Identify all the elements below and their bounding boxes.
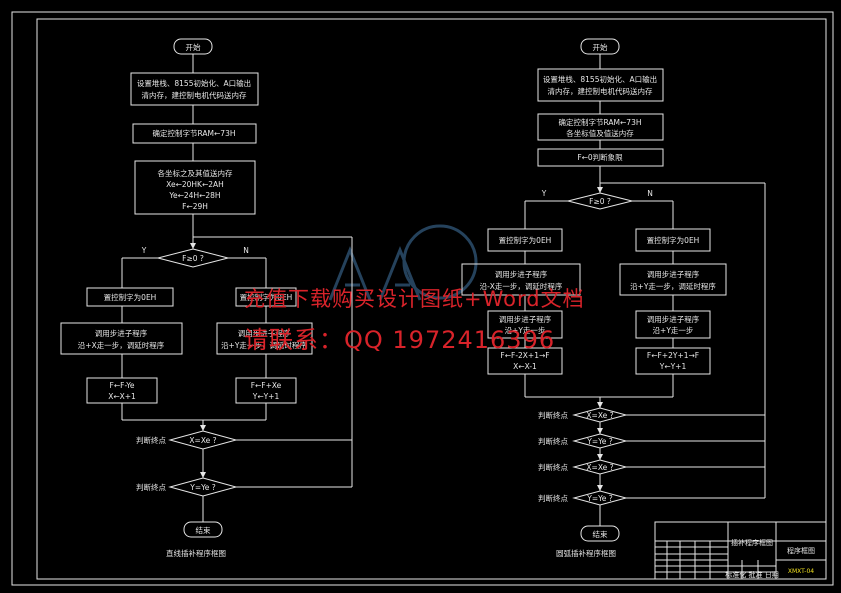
right-sub-x1-line-2: 沿-X走一步，调延时程序 [480, 281, 563, 291]
left-load-line-2: Xe←20HK←2AH [166, 180, 224, 189]
logo-watermark [328, 224, 478, 301]
left-sub-x-line-2: 沿+X走一步，调延时程序 [78, 340, 165, 350]
left-sub-y-line-2: 沿+Y走一步，调延时程序 [221, 340, 307, 350]
right-judge-cond-2: Y=Ye ? [586, 437, 612, 446]
left-no-label: N [243, 246, 249, 255]
inner-border [36, 18, 827, 580]
right-upd-y-line-2: Y←Y+1 [659, 362, 687, 371]
left-set-y-label: 置控制字为0EH [240, 292, 293, 302]
right-set-x-label: 置控制字为0EH [499, 235, 552, 245]
left-init-line-2: 清内存，建控制电机代码送内存 [142, 90, 247, 100]
right-caption: 圆弧插补程序框图 [556, 548, 616, 558]
watermark-line-2: 请联系：QQ 1972416396 [244, 326, 556, 354]
right-judge-label-2: 判断终点 [538, 436, 568, 446]
left-end-terminal [183, 521, 223, 538]
left-judge-label-1: 判断终点 [136, 435, 166, 445]
right-upd-x-line-2: X←X-1 [513, 362, 537, 371]
right-sub-x2-line-1: 调用步进子程序 [499, 314, 552, 324]
left-caption: 直线插补程序框图 [166, 548, 226, 558]
title-block-inner-title: 插补程序框图 [731, 538, 773, 547]
left-end-label: 结束 [196, 525, 211, 535]
right-yes-label: Y [541, 189, 547, 198]
right-param-line-1: 确定控制字节RAM←73H [559, 117, 642, 127]
left-judge-cond-2: Y=Ye ? [189, 483, 215, 492]
left-param-box [132, 123, 257, 144]
left-load-line-1: 各坐标之及其值送内存 [158, 168, 233, 178]
right-sub-x2-line-2: 沿+Y走一步 [505, 326, 546, 335]
right-param-line-2: 各坐标值及值送内存 [566, 128, 634, 138]
left-upd-x-line-1: F←F-Ye [110, 381, 135, 390]
right-set-y-label: 置控制字为0EH [647, 235, 700, 245]
left-sub-y-line-1: 调用步进子程序 [238, 328, 291, 338]
right-end-terminal [580, 525, 620, 542]
right-judge-cond-3: X=Xe ? [586, 463, 613, 472]
right-start-label: 开始 [593, 42, 608, 52]
title-block-sign-row: 标准化 批准 日期 [725, 570, 778, 579]
left-sub-y-box [216, 322, 313, 355]
right-sub-y-line-2: 沿+Y走一步，调延时程序 [630, 281, 716, 291]
right-judge-label-3: 判断终点 [538, 462, 568, 472]
left-judge-label-2: 判断终点 [136, 482, 166, 492]
left-load-box [134, 160, 256, 215]
right-sub-x1-box [461, 263, 581, 296]
arrowheads [190, 187, 603, 491]
right-judge-cond-4: Y=Ye ? [586, 494, 612, 503]
right-init-line-1: 设置堆栈、8155初始化、A口输出 [543, 74, 657, 84]
right-upd-y-line-1: F←F+2Y+1→F [647, 351, 699, 360]
right-upd-x-line-1: F←F-2X+1→F [500, 351, 549, 360]
right-judge-label: F←0判断象限 [577, 152, 623, 162]
left-init-line-1: 设置堆栈、8155初始化、A口输出 [137, 78, 251, 88]
left-set-x-label: 置控制字为0EH [104, 292, 157, 302]
right-judge-cond-1: X=Xe ? [586, 411, 613, 420]
left-upd-x-line-2: X←X+1 [108, 392, 136, 401]
title-block [654, 521, 827, 580]
outer-border [11, 11, 834, 586]
left-yes-label: Y [141, 246, 147, 255]
right-init-line-2: 清内存，建控制电机代码送内存 [548, 86, 653, 96]
right-judge-label-1: 判断终点 [538, 410, 568, 420]
left-upd-y-line-1: F←F+Xe [251, 381, 282, 390]
left-load-line-4: F←29H [182, 202, 208, 211]
title-block-number: XMXT-04 [788, 568, 814, 575]
right-end-label: 结束 [593, 529, 608, 539]
left-start-label: 开始 [186, 42, 201, 52]
watermark-line-1: 充值下载购买设计图纸+Word文档 [244, 287, 585, 311]
right-set-y2-line-2: 沿+Y走一步 [653, 326, 694, 335]
left-upd-y-line-2: Y←Y+1 [252, 392, 280, 401]
left-decision-label: F≥0 ? [182, 254, 204, 263]
left-decision-f [157, 248, 229, 268]
title-block-drawing-name: 程序框图 [787, 546, 815, 555]
right-init-box [537, 68, 664, 102]
right-sub-x1-line-1: 调用步进子程序 [495, 269, 548, 279]
left-judge-cond-1: X=Xe ? [189, 436, 216, 445]
left-init-box [130, 72, 259, 106]
right-sub-y-line-1: 调用步进子程序 [647, 269, 700, 279]
left-param-label: 确定控制字节RAM←73H [153, 128, 236, 138]
right-decision-f [567, 192, 633, 210]
right-decision-label: F≥0 ? [589, 197, 611, 206]
right-set-y2-line-1: 调用步进子程序 [647, 314, 700, 324]
left-sub-x-line-1: 调用步进子程序 [95, 328, 148, 338]
left-set-x-box [86, 287, 174, 307]
left-load-line-3: Ye←24H←28H [168, 191, 220, 200]
right-no-label: N [647, 189, 653, 198]
right-judge-label-4: 判断终点 [538, 493, 568, 503]
